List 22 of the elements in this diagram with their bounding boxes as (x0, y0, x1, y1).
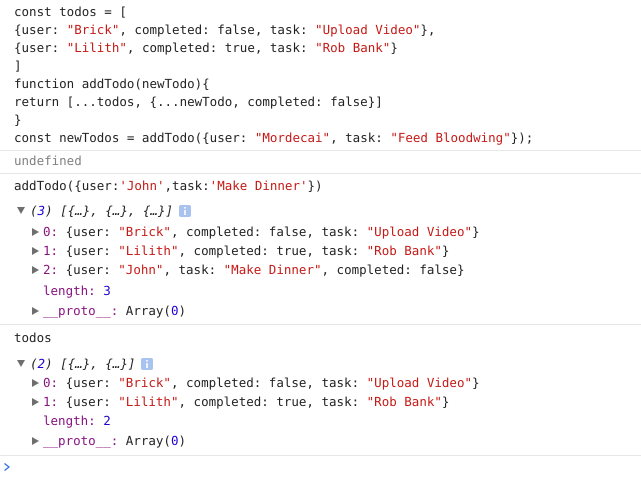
code-line: function addTodo(newTodo){ (14, 75, 210, 93)
code-line: } (14, 111, 22, 129)
code-line: (2) [{…}, {…}] (30, 355, 136, 373)
code-line: 0: {user: "Brick", completed: false, task: "Upload Video"} (43, 374, 480, 392)
code-line: 2: {user: "John", task: "Make Dinner", completed: false} (43, 261, 464, 279)
code-line: 1: {user: "Lilith", completed: true, task: "Rob Bank"} (43, 242, 450, 260)
code-line: length: 2 (43, 412, 111, 430)
code-line: 1: {user: "Lilith", completed: true, task: "Rob Bank"} (43, 393, 450, 411)
code-line: addTodo({user:'John',task:'Make Dinner'}) (14, 177, 323, 195)
code-line: {user: "Lilith", completed: true, task: "Rob Bank"} (14, 39, 398, 57)
code-line: const todos = [ (14, 3, 127, 21)
code-line: const newTodos = addTodo({user: "Mordecai", task: "Feed Bloodwing"}); (14, 129, 534, 147)
code-line: ] (14, 57, 22, 75)
code-line: (3) [{…}, {…}, {…}] (30, 202, 173, 220)
code-line: todos (14, 329, 52, 347)
result-text: undefined (14, 152, 82, 170)
code-line: __proto__: Array(0) (43, 432, 186, 450)
code-line: __proto__: Array(0) (43, 302, 186, 320)
code-line: 0: {user: "Brick", completed: false, task: "Upload Video"} (43, 223, 480, 241)
code-line: length: 3 (43, 282, 111, 300)
code-line: {user: "Brick", completed: false, task: "Upload Video"}, (14, 21, 436, 39)
code-line: return [...todos, {...newTodo, completed: false}] (14, 93, 383, 111)
